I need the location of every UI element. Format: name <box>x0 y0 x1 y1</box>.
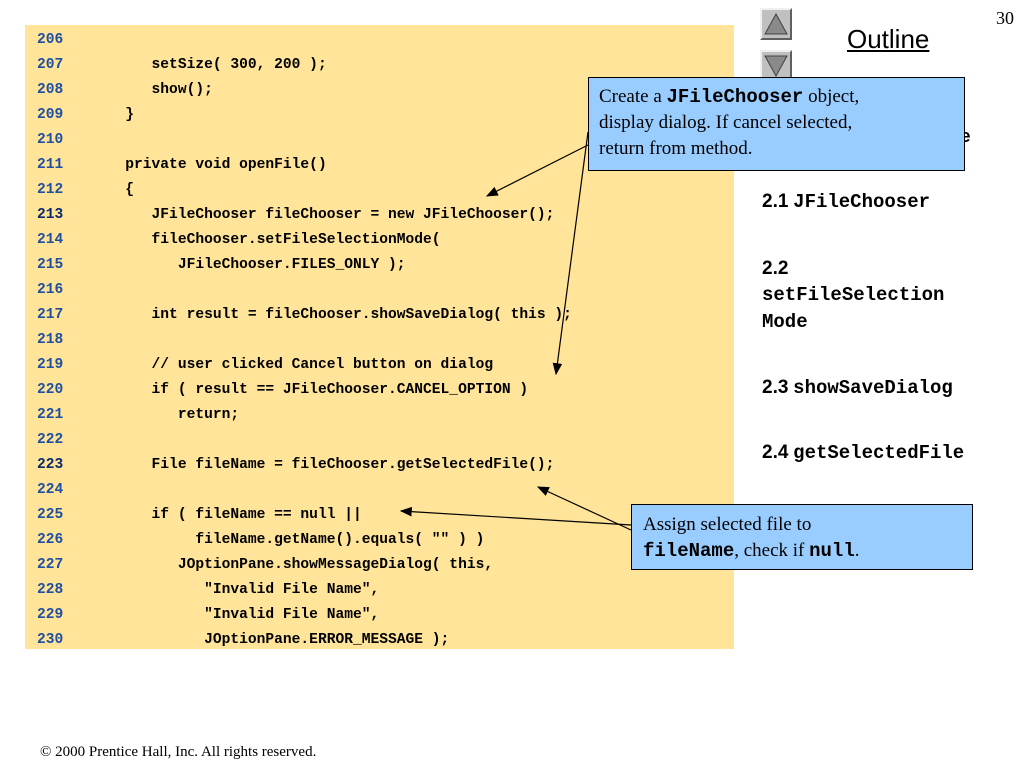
outline-item-2-2: 2.2 setFileSelection Mode <box>762 255 944 336</box>
code-text: } <box>99 107 135 123</box>
line-number: 226 <box>37 532 64 548</box>
callout-create-filechooser: Create a JFileChooser object, display di… <box>588 77 965 171</box>
outline-item-number: 2.4 <box>762 442 789 463</box>
code-text: int result = fileChooser.showSaveDialog(… <box>99 307 572 323</box>
arrow-to-line-225 <box>399 506 632 526</box>
code-text: "Invalid File Name", <box>99 582 380 598</box>
callout-text: object, <box>803 86 860 107</box>
line-number: 207 <box>37 57 64 73</box>
outline-item-code: getSelectedFile <box>793 442 965 464</box>
code-text: JFileChooser.FILES_ONLY ); <box>99 257 406 273</box>
code-text: fileChooser.setFileSelectionMode( <box>99 232 441 248</box>
arrow-to-line-220 <box>552 131 589 376</box>
line-number: 229 <box>37 607 64 623</box>
line-number: 217 <box>37 307 64 323</box>
previous-slide-button[interactable] <box>760 8 792 40</box>
next-slide-button[interactable] <box>760 50 792 82</box>
code-text: if ( result == JFileChooser.CANCEL_OPTIO… <box>99 382 529 398</box>
triangle-up-icon <box>764 12 788 35</box>
code-text: File fileName = fileChooser.getSelectedF… <box>99 457 555 473</box>
callout-assign-filename: Assign selected file to fileName, check … <box>631 504 973 570</box>
callout-line-1: Assign selected file to <box>643 514 812 535</box>
callout-text: . <box>854 540 860 561</box>
outline-item-code-line-2: Mode <box>762 311 808 333</box>
code-text: JOptionPane.showMessageDialog( this, <box>99 557 494 573</box>
line-number: 227 <box>37 557 64 573</box>
code-text: if ( fileName == null || <box>99 507 362 523</box>
code-text: // user clicked Cancel button on dialog <box>99 357 494 373</box>
line-number: 214 <box>37 232 64 248</box>
code-text: setSize( 300, 200 ); <box>99 57 327 73</box>
line-number: 223 <box>37 457 64 473</box>
outline-title[interactable]: Outline <box>847 24 930 54</box>
line-number: 228 <box>37 582 64 598</box>
outline-item-number: 2.2 <box>762 258 789 279</box>
line-number: 216 <box>37 282 64 298</box>
code-text: fileName.getName().equals( "" ) ) <box>99 532 485 548</box>
line-number: 230 <box>37 632 64 648</box>
code-text: private void openFile() <box>99 157 327 173</box>
line-number: 224 <box>37 482 64 498</box>
callout-text: Create a <box>599 86 667 107</box>
code-text: { <box>99 182 135 198</box>
code-text: show(); <box>99 82 213 98</box>
callout-code: null <box>809 540 855 562</box>
callout-line-2: fileName, check if null. <box>643 538 972 564</box>
callout-text: , check if <box>734 540 810 561</box>
line-number: 209 <box>37 107 64 123</box>
callout-line-2: display dialog. If cancel selected, <box>599 112 853 133</box>
outline-item-2-1: 2.1 JFileChooser <box>762 188 930 216</box>
line-number: 213 <box>37 207 64 223</box>
line-number: 215 <box>37 257 64 273</box>
line-number: 210 <box>37 132 64 148</box>
line-number: 221 <box>37 407 64 423</box>
outline-item-code-line-1: setFileSelection <box>762 284 945 306</box>
outline-item-2-4: 2.4 getSelectedFile <box>762 439 964 467</box>
outline-item-1-fragment: e <box>960 128 971 148</box>
page-number: 30 <box>996 8 1014 28</box>
code-text: return; <box>99 407 240 423</box>
line-number: 218 <box>37 332 64 348</box>
line-number: 212 <box>37 182 64 198</box>
callout-code: JFileChooser <box>666 86 804 108</box>
line-number: 206 <box>37 32 64 48</box>
line-number: 222 <box>37 432 64 448</box>
outline-item-number: 2.3 <box>762 377 789 398</box>
outline-item-code: showSaveDialog <box>793 377 953 399</box>
line-number: 208 <box>37 82 64 98</box>
arrow-to-line-223 <box>536 486 632 531</box>
arrow-to-line-213 <box>485 144 589 197</box>
line-number: 219 <box>37 357 64 373</box>
callout-code: fileName <box>643 540 735 562</box>
code-text: "Invalid File Name", <box>99 607 380 623</box>
line-number: 211 <box>37 157 64 173</box>
triangle-down-icon <box>764 55 788 78</box>
callout-line-3: return from method. <box>599 138 753 159</box>
copyright-footer: © 2000 Prentice Hall, Inc. All rights re… <box>40 744 317 760</box>
outline-item-2-3: 2.3 showSaveDialog <box>762 374 953 402</box>
line-number: 225 <box>37 507 64 523</box>
callout-line-1: Create a JFileChooser object, <box>599 84 964 110</box>
outline-item-number: 2.1 <box>762 191 789 212</box>
code-text: JFileChooser fileChooser = new JFileChoo… <box>99 207 555 223</box>
outline-item-code: JFileChooser <box>793 191 930 213</box>
code-text: JOptionPane.ERROR_MESSAGE ); <box>99 632 450 648</box>
line-number: 220 <box>37 382 64 398</box>
